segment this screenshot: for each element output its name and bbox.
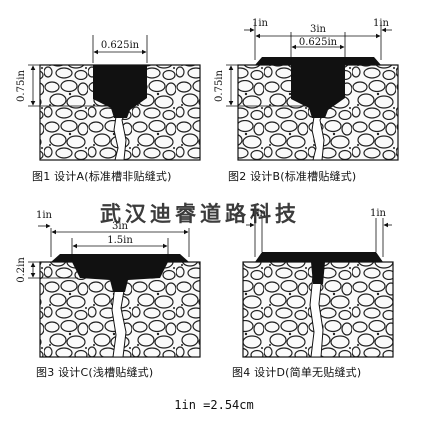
dim-overband-right: 1in [373,18,390,29]
sealant [255,57,381,118]
sealant [51,254,189,292]
figure-3: 3in 1.5in 1in 0.2in [16,210,201,358]
dim-groove-width: 0.625in [299,37,338,48]
dim-groove-depth: 0.75in [16,69,27,101]
figure-4: 1in 1in [242,208,394,358]
dim-overband-right: 1in [370,208,387,219]
dim-overband-left: 1in [36,210,53,221]
watermark: 武汉迪睿道路科技 [100,201,300,226]
figure-1: 0.625in 0.75in [16,35,201,161]
crack [309,274,324,358]
crack [111,284,127,358]
figure-1-caption: 图1 设计A(标准槽非贴缝式) [32,170,172,183]
unit-conversion-note: 1in =2.54cm [174,398,254,412]
figure-4-caption: 图4 设计D(简单无贴缝式) [232,366,362,379]
figure-3-caption: 图3 设计C(浅槽贴缝式) [36,366,154,379]
dim-overband-left: 1in [252,18,269,29]
dim-groove-depth: 0.2in [16,257,27,283]
dim-overband-top: 3in [112,221,129,232]
sealant [255,252,383,284]
figure-2-caption: 图2 设计B(标准槽贴缝式) [228,170,357,183]
dim-groove-width: 0.625in [101,40,140,51]
dim-groove-width: 1.5in [107,235,133,246]
sealant [93,65,147,118]
dim-overband-left: 1in [250,208,267,219]
figure-2: 3in 0.625in 1in 1in 0.75in [214,18,399,161]
dim-overband-total: 3in [310,24,327,35]
dim-groove-depth: 0.75in [214,69,225,101]
